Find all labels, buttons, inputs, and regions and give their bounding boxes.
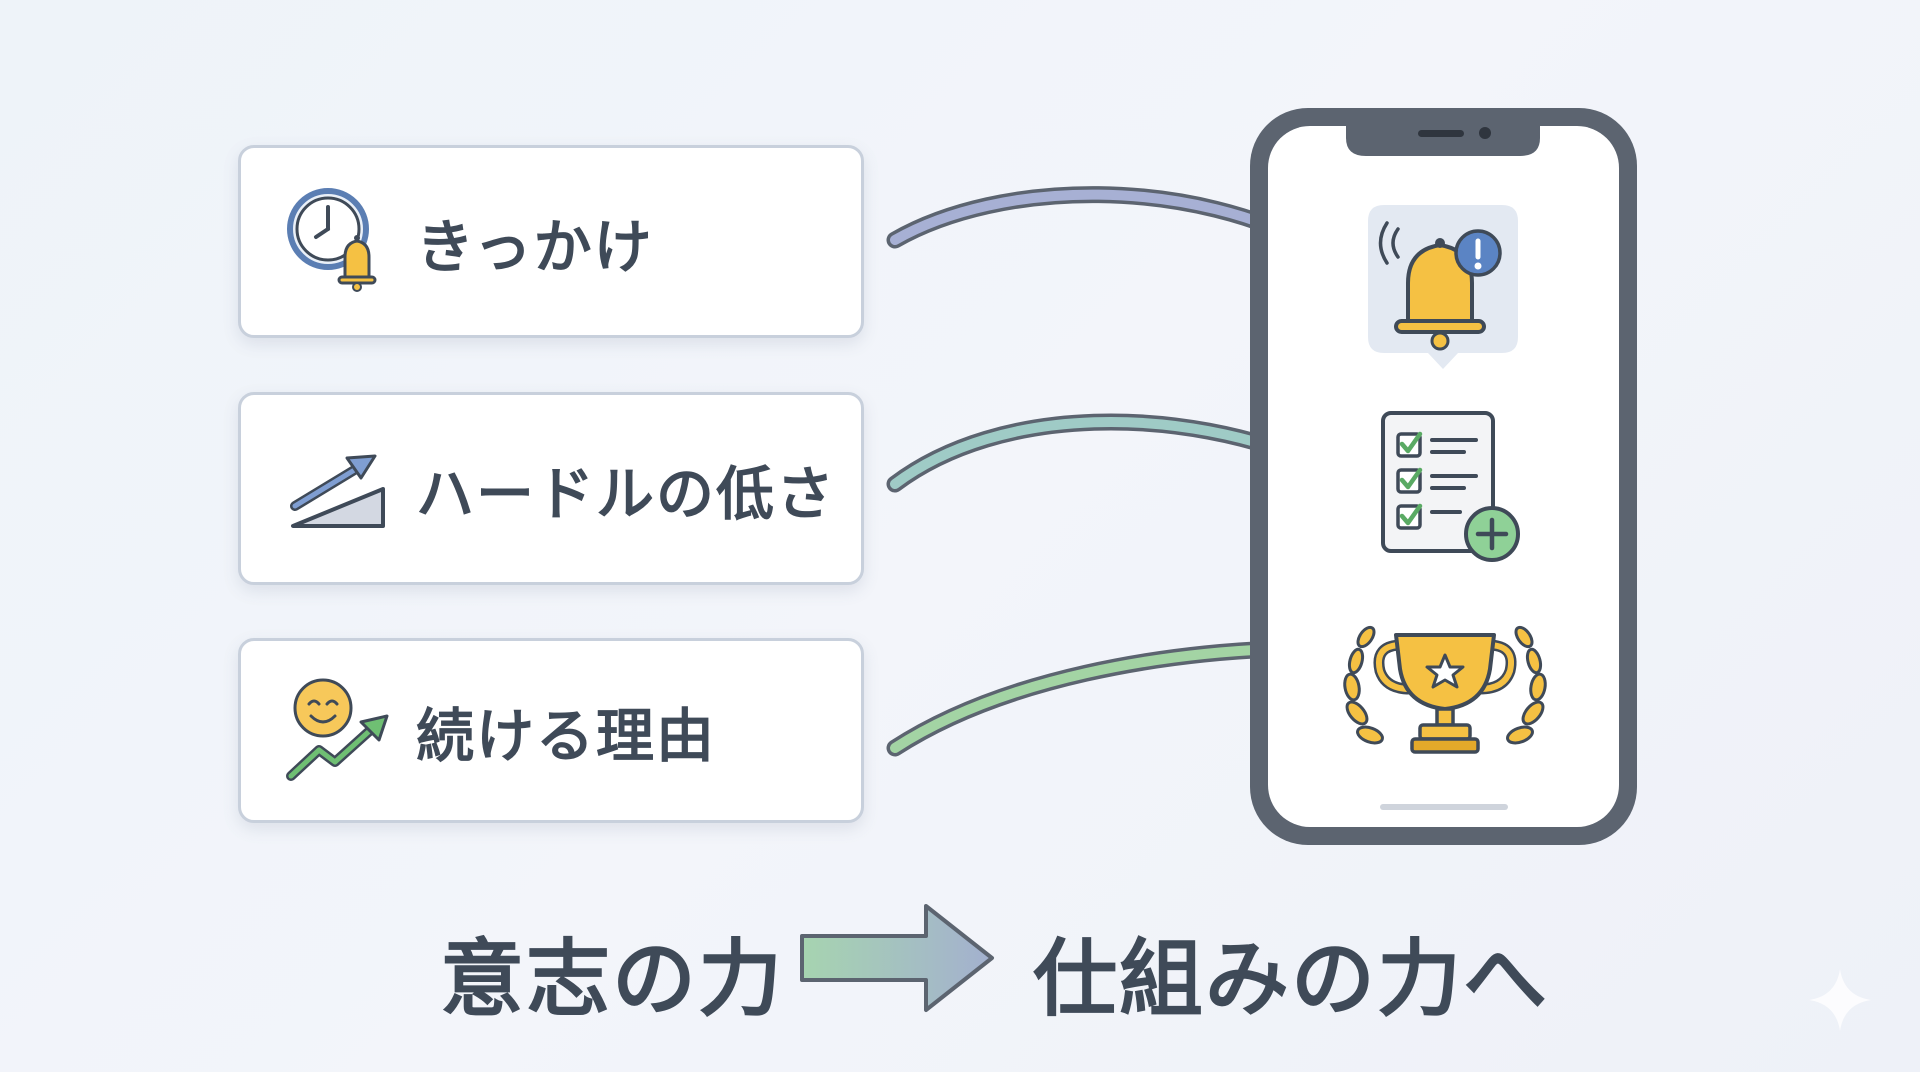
sparkle-icon bbox=[1809, 969, 1871, 1031]
card-low-hurdle: ハードルの低さ bbox=[238, 392, 864, 585]
card-reason-to-continue: 続ける理由 bbox=[238, 638, 864, 823]
checklist-add-icon bbox=[1381, 411, 1520, 562]
footer-from-text: 意志の力 bbox=[440, 930, 785, 1028]
low-slope-arrow-icon bbox=[290, 454, 385, 528]
card-trigger: きっかけ bbox=[238, 145, 864, 338]
card-label: 続ける理由 bbox=[416, 701, 717, 770]
footer-to-text: 仕組みの力へ bbox=[1033, 930, 1550, 1028]
transition-arrow-icon bbox=[800, 904, 994, 1012]
clock-bell-icon bbox=[287, 187, 377, 292]
card-label: きっかけ bbox=[416, 212, 654, 281]
card-label: ハードルの低さ bbox=[416, 459, 837, 528]
trophy-icon bbox=[1343, 625, 1547, 754]
smile-growth-icon bbox=[286, 678, 389, 781]
notification-bell-icon bbox=[1368, 205, 1518, 369]
